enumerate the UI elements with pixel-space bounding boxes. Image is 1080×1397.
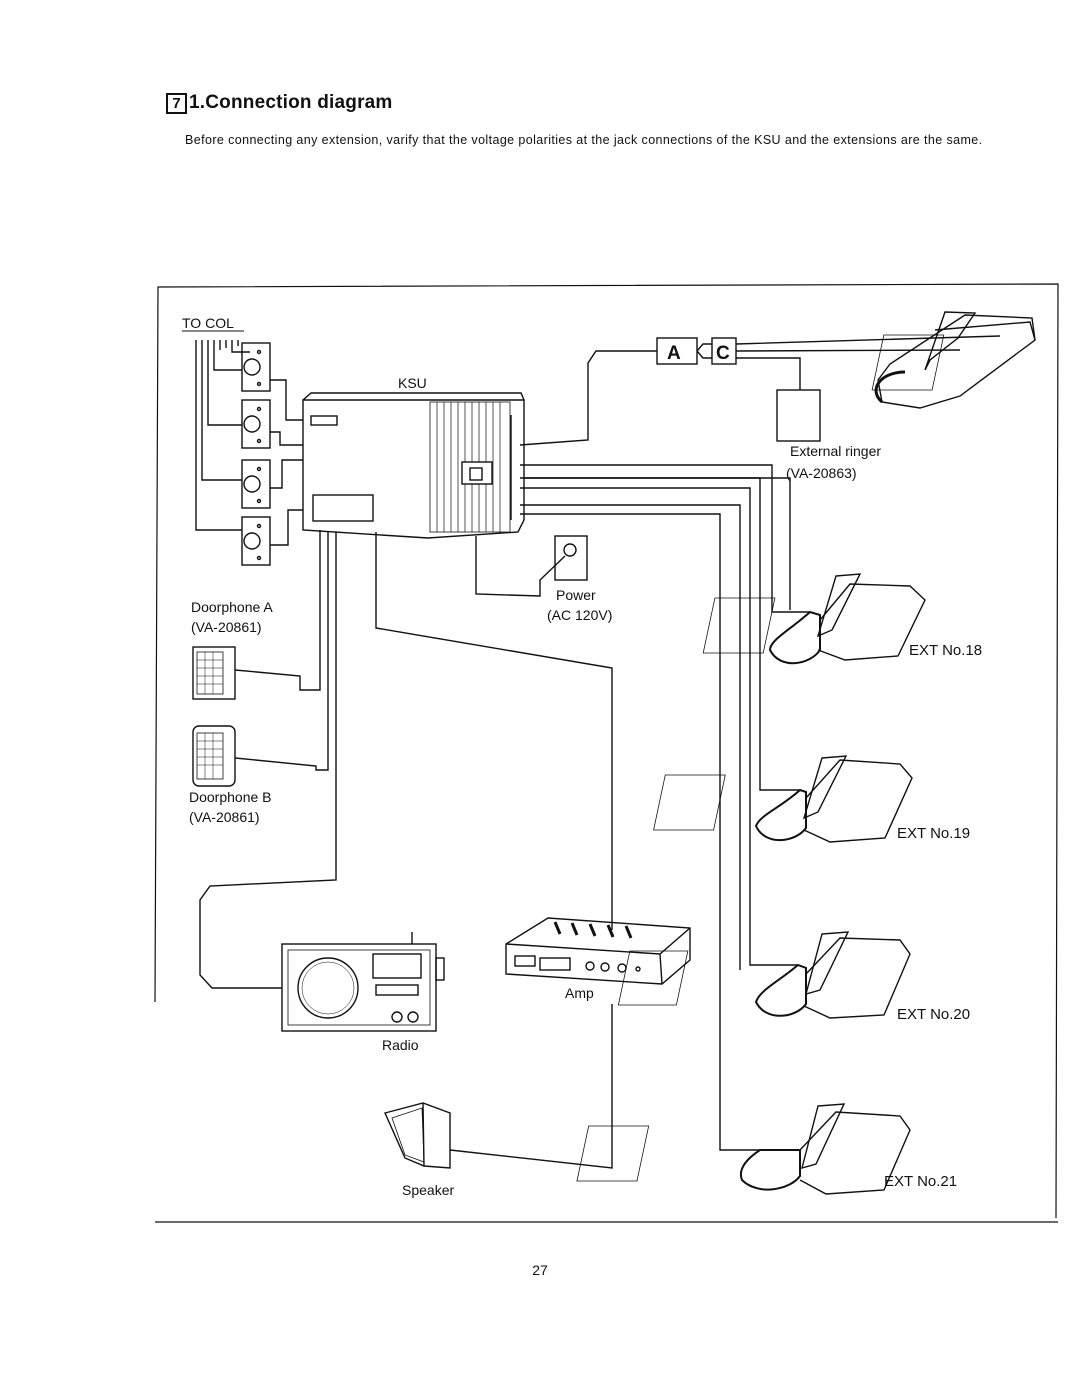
doorphone-b-unit (192, 725, 236, 787)
doorphone-a-unit (192, 646, 236, 700)
ext-18-label: EXT No.18 (909, 642, 982, 659)
ext-21-label: EXT No.21 (884, 1173, 957, 1190)
power-outlet (475, 535, 588, 597)
section-heading: 7 1.Connection diagram (166, 92, 393, 114)
doorphone-a-model: (VA-20861) (191, 619, 262, 635)
to-col-label: TO COL (182, 315, 234, 331)
jack-2 (241, 399, 271, 449)
jack-4 (241, 516, 271, 566)
col-lines (195, 340, 250, 531)
power-spec: (AC 120V) (547, 607, 612, 623)
doorphone-b-label: Doorphone B (189, 789, 272, 805)
telephone-ext19 (653, 755, 913, 843)
telephone-ext18 (702, 573, 926, 665)
adapter-c-label: C (716, 343, 730, 364)
power-label: Power (556, 587, 596, 603)
ext-19-label: EXT No.19 (897, 825, 970, 842)
telephone-ext21 (576, 1103, 911, 1195)
ksu-unit (302, 392, 525, 539)
amp-label: Amp (565, 985, 594, 1001)
section-number-box: 7 (166, 92, 187, 114)
page-number: 27 (532, 1262, 548, 1278)
telephone-ext20 (617, 931, 911, 1019)
doorphone-b-model: (VA-20861) (189, 809, 260, 825)
page-title: 1.Connection diagram (189, 92, 393, 113)
external-ringer-unit (776, 389, 821, 442)
amp-unit (505, 917, 691, 985)
adapter-a-label: A (667, 343, 681, 364)
radio-label: Radio (382, 1037, 419, 1053)
external-ringer-model: (VA-20863) (786, 465, 857, 481)
telephone-top (871, 311, 1036, 409)
speaker-label: Speaker (402, 1182, 454, 1198)
jack-3 (241, 459, 271, 509)
external-ringer-label: External ringer (790, 443, 881, 459)
speaker-unit (384, 1102, 451, 1169)
ksu-label: KSU (398, 375, 427, 391)
doorphone-a-label: Doorphone A (191, 599, 273, 615)
diagram-frame (154, 283, 1059, 1219)
ext-20-label: EXT No.20 (897, 1006, 970, 1023)
radio-unit (281, 932, 445, 1032)
jack-1 (241, 342, 271, 392)
intro-paragraph: Before connecting any extension, varify … (185, 133, 983, 147)
